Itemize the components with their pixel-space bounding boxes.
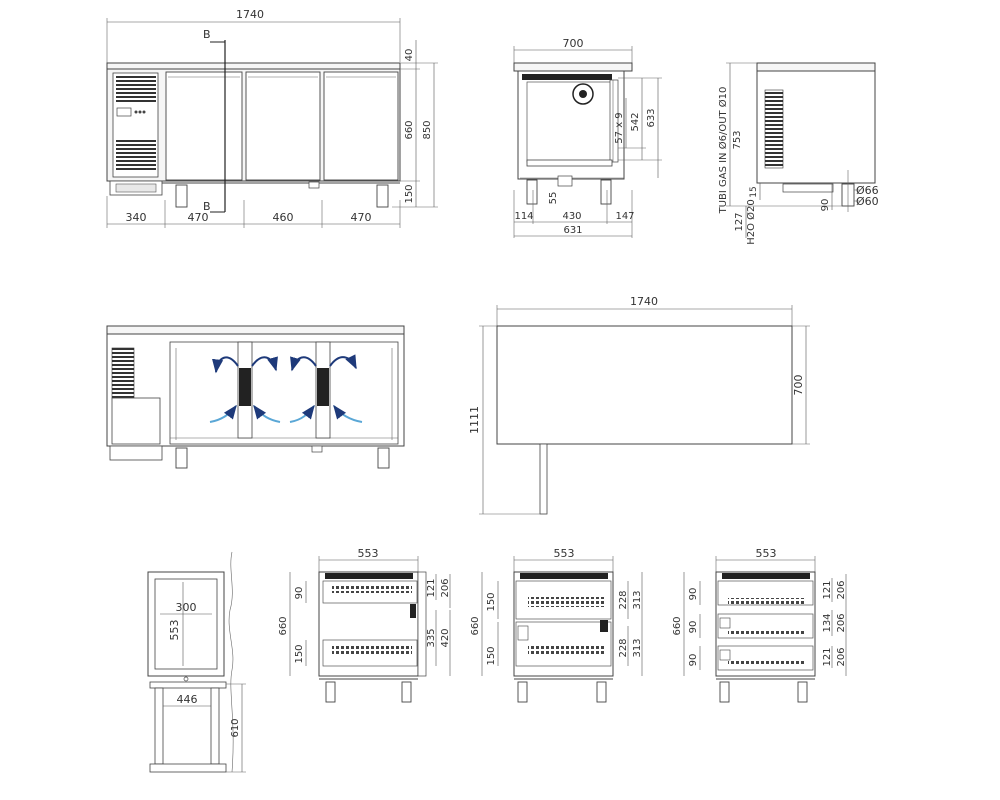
drawer2-h-228b: 228 — [618, 638, 629, 657]
drawer3-h-90a: 90 — [688, 588, 699, 601]
side-water-label: H2O Ø20 — [745, 199, 757, 245]
side-dia-66: Ø66 — [856, 184, 879, 197]
front-seg-3: 460 — [273, 211, 294, 224]
top-height: 1111 — [468, 406, 481, 434]
drawer2-h-150a: 150 — [486, 592, 497, 611]
front-seg-4: 470 — [351, 211, 372, 224]
side-h-127: 127 — [734, 212, 745, 231]
drawer3-h-206a: 206 — [836, 580, 847, 599]
front-seg-2: 470 — [188, 211, 209, 224]
section-w-114: 114 — [514, 211, 533, 222]
drawer1-h-335: 335 — [426, 628, 437, 647]
drawer1-h-150: 150 — [294, 644, 305, 663]
section-marker-top: B — [203, 28, 211, 41]
drawer1-width: 553 — [358, 547, 379, 560]
section-width-top: 700 — [563, 37, 584, 50]
section-w-430: 430 — [562, 211, 581, 222]
drawer1-h-660: 660 — [278, 616, 289, 635]
drawer3-h-90b: 90 — [688, 621, 699, 634]
side-gas-label: TUBI GAS IN Ø6/OUT Ø10 — [717, 87, 729, 215]
section-w-147: 147 — [615, 211, 634, 222]
drawer2-h-660: 660 — [470, 616, 481, 635]
drawer-config-1: 553 660 90 150 121 206 335 420 — [278, 547, 451, 703]
drawer3-h-121b: 121 — [822, 647, 833, 666]
drawer3-h-206c: 206 — [836, 647, 847, 666]
drawer1-h-206: 206 — [440, 578, 451, 597]
top-depth: 700 — [792, 375, 805, 396]
side-section-view: 700 57 x 9 542 633 55 114 430 147 — [513, 37, 662, 238]
drawer3-h-206b: 206 — [836, 613, 847, 632]
drawer2-h-228a: 228 — [618, 590, 629, 609]
front-h-body: 660 — [404, 120, 415, 139]
drawer2-h-313b: 313 — [632, 638, 643, 657]
section-633: 633 — [646, 108, 657, 127]
drawer1-h-90: 90 — [294, 587, 305, 600]
front-h-top: 40 — [404, 49, 415, 62]
door-h-553: 553 — [168, 620, 181, 641]
top-view: 1740 700 1111 — [468, 295, 810, 515]
front-seg-1: 340 — [126, 211, 147, 224]
drawer1-h-121: 121 — [426, 578, 437, 597]
drawer2-width: 553 — [554, 547, 575, 560]
drawer-config-2: 553 660 150 150 228 313 228 313 — [470, 547, 643, 703]
section-55: 55 — [548, 192, 559, 205]
door-h-610: 610 — [230, 718, 241, 737]
drawer2-h-313a: 313 — [632, 590, 643, 609]
section-542: 542 — [630, 112, 641, 131]
drawer3-width: 553 — [756, 547, 777, 560]
drawer3-h-90c: 90 — [688, 654, 699, 667]
drawer3-h-660: 660 — [672, 616, 683, 635]
drawer3-h-121a: 121 — [822, 580, 833, 599]
front-h-total: 850 — [422, 120, 433, 139]
front-h-legs: 150 — [404, 184, 415, 203]
airflow-front-view — [106, 325, 405, 469]
section-w-631: 631 — [563, 225, 582, 236]
side-view: TUBI GAS IN Ø6/OUT Ø10 753 15 127 H2O Ø2… — [717, 62, 879, 245]
door-w-300: 300 — [176, 601, 197, 614]
drawer3-h-134: 134 — [822, 613, 833, 632]
front-overall-width: 1740 — [236, 8, 264, 21]
section-57x9: 57 x 9 — [614, 112, 625, 143]
section-marker-bottom: B — [203, 200, 211, 213]
door-w-446: 446 — [177, 693, 198, 706]
door-detail-view: 300 553 446 610 — [147, 551, 246, 773]
side-h-15: 15 — [749, 186, 759, 197]
drawer1-h-420: 420 — [440, 628, 451, 647]
front-view: 1740 B B — [106, 8, 438, 228]
drawer2-h-150b: 150 — [486, 646, 497, 665]
side-h-753: 753 — [732, 130, 743, 149]
side-dia-60: Ø60 — [856, 195, 879, 208]
side-d-90: 90 — [820, 199, 831, 212]
drawer-config-3: 553 660 90 90 90 121 206 134 206 121 206 — [672, 547, 847, 703]
top-width: 1740 — [630, 295, 658, 308]
